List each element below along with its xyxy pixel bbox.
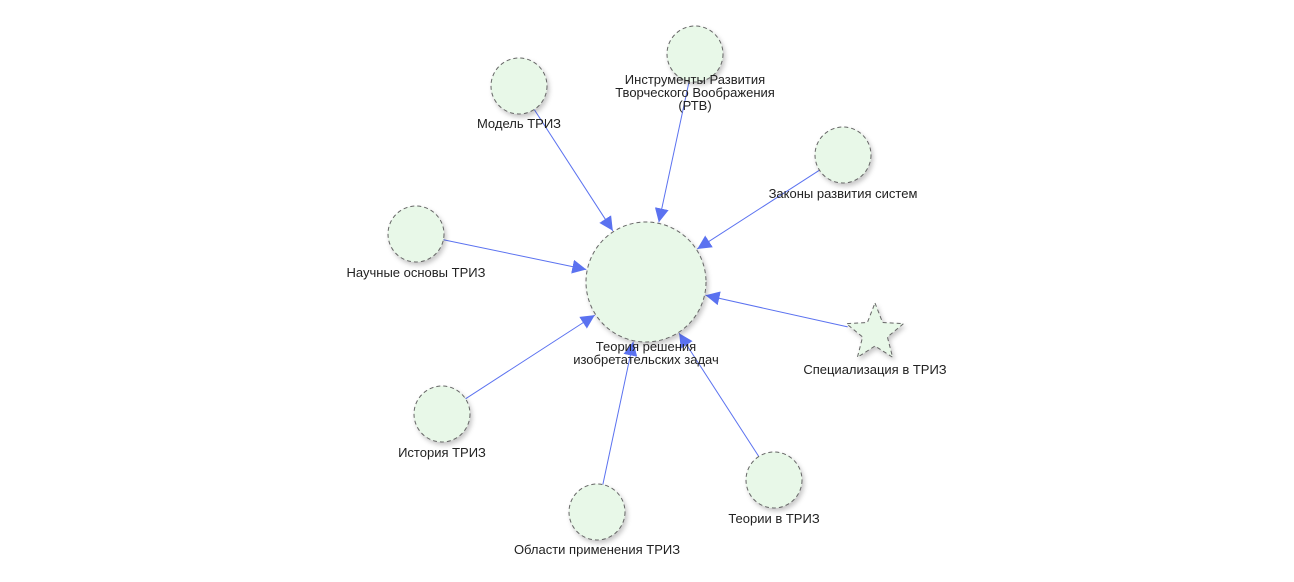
edge-laws-to-triz (696, 169, 820, 250)
node-special[interactable]: Специализация в ТРИЗ (803, 301, 947, 377)
node-label-line: История ТРИЗ (398, 445, 486, 460)
edge-rtv-to-triz (654, 81, 690, 223)
node-circle-shape[interactable] (745, 451, 803, 509)
node-circle-shape[interactable] (387, 205, 445, 263)
node-label-line: Теории в ТРИЗ (728, 511, 820, 526)
node-circle-shape[interactable] (490, 57, 548, 115)
node-label-line: Области применения ТРИЗ (514, 542, 680, 557)
edge-model-to-triz (533, 109, 614, 232)
node-label: История ТРИЗ (398, 445, 486, 460)
edge-areas-to-triz (602, 341, 638, 485)
node-label-line: изобретательских задач (573, 352, 719, 367)
edges-layer (443, 81, 848, 485)
edge-theories-to-triz (678, 332, 760, 457)
node-circle-shape[interactable] (568, 483, 626, 541)
node-circle-shape[interactable] (413, 385, 471, 443)
node-label: Законы развития систем (769, 186, 918, 201)
node-label-line: Законы развития систем (769, 186, 918, 201)
node-star-shape[interactable] (845, 301, 905, 359)
node-label-line: Теория решения (596, 339, 696, 354)
node-label-line: Инструменты Развития (625, 72, 765, 87)
node-science[interactable]: Научные основы ТРИЗ (347, 205, 486, 280)
node-label-line: Специализация в ТРИЗ (803, 362, 946, 377)
node-label: Научные основы ТРИЗ (347, 265, 486, 280)
node-areas[interactable]: Области применения ТРИЗ (514, 483, 680, 557)
node-history[interactable]: История ТРИЗ (398, 385, 486, 460)
node-label: Модель ТРИЗ (477, 116, 561, 131)
node-label-line: Научные основы ТРИЗ (347, 265, 486, 280)
node-model[interactable]: Модель ТРИЗ (477, 57, 561, 131)
node-label: Специализация в ТРИЗ (803, 362, 946, 377)
node-laws[interactable]: Законы развития систем (769, 126, 918, 201)
edge-science-to-triz (443, 239, 587, 274)
node-label-line: Творческого Воображения (615, 85, 775, 100)
node-label-line: Модель ТРИЗ (477, 116, 561, 131)
edge-special-to-triz (705, 291, 848, 328)
edge-history-to-triz (465, 314, 596, 400)
node-circle-shape[interactable] (814, 126, 872, 184)
node-circle-shape[interactable] (585, 221, 707, 343)
node-label-line: (РТВ) (678, 98, 711, 113)
node-circle-shape[interactable] (666, 25, 724, 83)
node-theories[interactable]: Теории в ТРИЗ (728, 451, 820, 526)
node-label: Области применения ТРИЗ (514, 542, 680, 557)
node-label: Теории в ТРИЗ (728, 511, 820, 526)
